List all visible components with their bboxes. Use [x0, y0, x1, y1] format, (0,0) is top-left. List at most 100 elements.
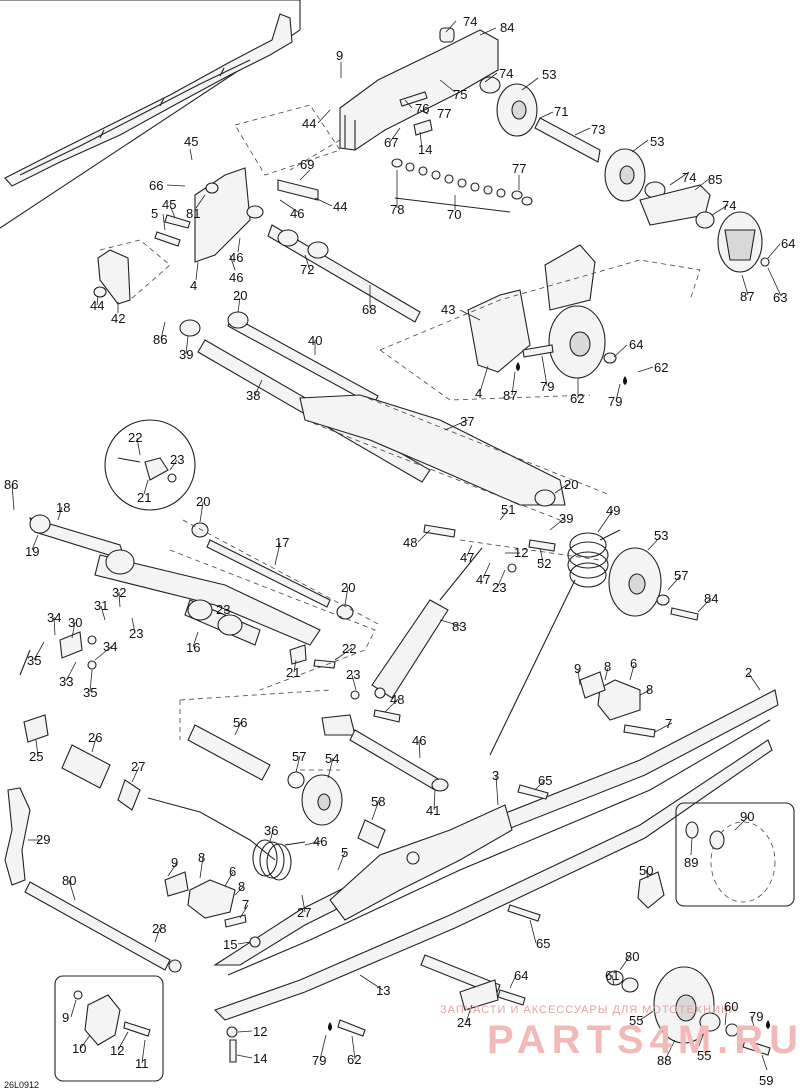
- callout-label: 86: [4, 477, 18, 492]
- callout-label: 25: [29, 749, 43, 764]
- wheel-54: [287, 771, 343, 826]
- callout-label: 12: [253, 1024, 267, 1039]
- callout-label: 6: [630, 656, 637, 671]
- callout-label: 14: [253, 1051, 267, 1066]
- callout-label: 16: [186, 640, 200, 655]
- callout-label: 5: [341, 845, 348, 860]
- callout-label: 62: [654, 360, 668, 375]
- inset-wheel-box: [675, 802, 795, 907]
- callout-label: 88: [657, 1053, 671, 1068]
- callout-label: 83: [452, 619, 466, 634]
- spring-49: [489, 529, 621, 756]
- watermark-logo-text: PARTS4M.RU: [487, 1018, 800, 1062]
- callout-label: 79: [312, 1053, 326, 1068]
- front-bracket-group: [93, 167, 596, 373]
- callout-label: 66: [149, 178, 163, 193]
- callout-label: 27: [297, 905, 311, 920]
- callout-label: 9: [62, 1010, 69, 1025]
- callout-label: 4: [190, 278, 197, 293]
- callout-label: 78: [390, 202, 404, 217]
- inset-slider-box: [54, 975, 164, 1082]
- callout-label: 70: [447, 207, 461, 222]
- callout-label: 39: [559, 511, 573, 526]
- callout-label: 41: [426, 803, 440, 818]
- callout-label: 31: [94, 598, 108, 613]
- callout-label: 34: [103, 639, 117, 654]
- callout-label: 11: [135, 1056, 149, 1071]
- callout-label: 15: [223, 937, 237, 952]
- callout-label: 8: [238, 879, 245, 894]
- callout-label: 12: [110, 1043, 124, 1058]
- callout-label: 9: [336, 48, 343, 63]
- clip-50: [637, 871, 665, 909]
- watermark: ЗАПЧАСТИ И АКСЕССУАРЫ ДЛЯ МОТОТЕХНИКИ PA…: [440, 1004, 800, 1062]
- link-29: [4, 649, 182, 973]
- callout-label: 45: [162, 197, 176, 212]
- callout-label: 2: [745, 665, 752, 680]
- callout-label: 48: [403, 535, 417, 550]
- callout-label: 6: [229, 864, 236, 879]
- callout-label: 84: [704, 591, 718, 606]
- callout-label: 44: [90, 298, 104, 313]
- shaft-24: [420, 954, 501, 1011]
- callout-label: 44: [302, 116, 316, 131]
- washer-row: [391, 158, 533, 213]
- callout-label: 14: [418, 142, 432, 157]
- callout-label: 35: [83, 685, 97, 700]
- callout-label: 36: [264, 823, 278, 838]
- callout-label: 19: [25, 544, 39, 559]
- callout-label: 20: [196, 494, 210, 509]
- leader-lines: [11, 20, 782, 1071]
- callout-label: 80: [62, 873, 76, 888]
- callout-label: 57: [292, 749, 306, 764]
- callout-label: 33: [59, 674, 73, 689]
- callout-label: 8: [646, 682, 653, 697]
- callout-label: 49: [606, 503, 620, 518]
- callout-label: 89: [684, 855, 698, 870]
- callout-label: 74: [722, 198, 736, 213]
- callout-label: 53: [542, 67, 556, 82]
- callout-label: 27: [131, 759, 145, 774]
- callout-label: 39: [179, 347, 193, 362]
- inset-rail-box: [0, 0, 301, 229]
- wheel-53-mid: [608, 547, 670, 617]
- callout-label: 20: [341, 580, 355, 595]
- callout-label: 40: [308, 333, 322, 348]
- callout-label: 29: [36, 832, 50, 847]
- callout-label: 74: [682, 170, 696, 185]
- idler-wheel-87: [548, 305, 617, 379]
- callout-label: 73: [591, 122, 605, 137]
- callout-label: 3: [492, 768, 499, 783]
- callout-label: 62: [347, 1052, 361, 1067]
- callout-label: 61: [605, 968, 619, 983]
- callout-label: 64: [514, 968, 528, 983]
- callout-label: 80: [625, 949, 639, 964]
- callout-label: 47: [476, 572, 490, 587]
- callout-label: 72: [300, 262, 314, 277]
- callout-label: 59: [759, 1073, 773, 1088]
- hinge-bracket-lower: [164, 871, 236, 919]
- callout-label: 64: [781, 236, 795, 251]
- callout-label: 85: [708, 172, 722, 187]
- callout-label: 9: [574, 661, 581, 676]
- assembly-guides: [99, 104, 701, 691]
- callout-label: 74: [463, 14, 477, 29]
- axle-41: [321, 714, 449, 792]
- wheel-88: [606, 966, 739, 1044]
- callout-label: 23: [216, 602, 230, 617]
- callout-label: 53: [650, 134, 664, 149]
- callout-label: 28: [152, 921, 166, 936]
- callout-label: 46: [229, 270, 243, 285]
- callout-label: 75: [453, 87, 467, 102]
- front-arm-16: [29, 514, 321, 646]
- callout-label: 55: [697, 1048, 711, 1063]
- cross-shafts: [179, 311, 431, 483]
- callout-label: 23: [129, 626, 143, 641]
- oil-drop-icons: [328, 362, 770, 1031]
- shock-absorber-83: [371, 547, 483, 699]
- diagram-code: 26L0912: [4, 1080, 39, 1090]
- callout-label: 22: [342, 641, 356, 656]
- callout-label: 71: [554, 104, 568, 119]
- callout-label: 55: [629, 1013, 643, 1028]
